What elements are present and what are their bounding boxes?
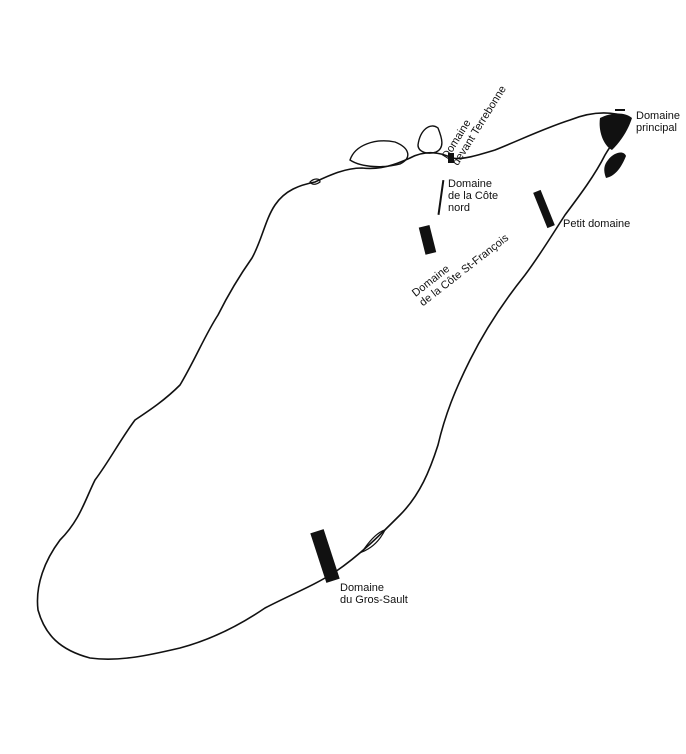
domain-gros-sault-mark bbox=[310, 529, 340, 583]
domain-cote-nord-mark bbox=[437, 180, 445, 215]
petit-domaine-mark bbox=[533, 189, 555, 229]
island-small bbox=[417, 125, 443, 154]
domain-cote-st-francois-mark bbox=[418, 224, 437, 255]
domain-principal-island bbox=[604, 152, 626, 178]
label-line: principal bbox=[636, 122, 677, 134]
label-line: Domaine bbox=[448, 178, 493, 190]
label-line: du Gros-Sault bbox=[340, 594, 408, 606]
label-cote-nord: Domaine de la Côte nord bbox=[448, 178, 498, 214]
domain-principal-mark bbox=[599, 113, 632, 150]
label-domaine-principal: Domaine principal bbox=[636, 110, 680, 134]
domain-principal-dash bbox=[615, 109, 625, 111]
label-gros-sault: Domaine du Gros-Sault bbox=[340, 582, 408, 606]
label-line: Domaine bbox=[340, 582, 385, 594]
label-line: Domaine bbox=[636, 110, 681, 122]
island-bizard bbox=[349, 140, 409, 168]
label-line: nord bbox=[448, 202, 471, 214]
label-petit-domaine: Petit domaine bbox=[563, 218, 631, 230]
island-tiny bbox=[309, 178, 321, 185]
domain-devant-terrebonne-mark bbox=[448, 153, 454, 163]
island-river bbox=[360, 529, 387, 554]
label-line: de la Côte bbox=[448, 190, 499, 202]
